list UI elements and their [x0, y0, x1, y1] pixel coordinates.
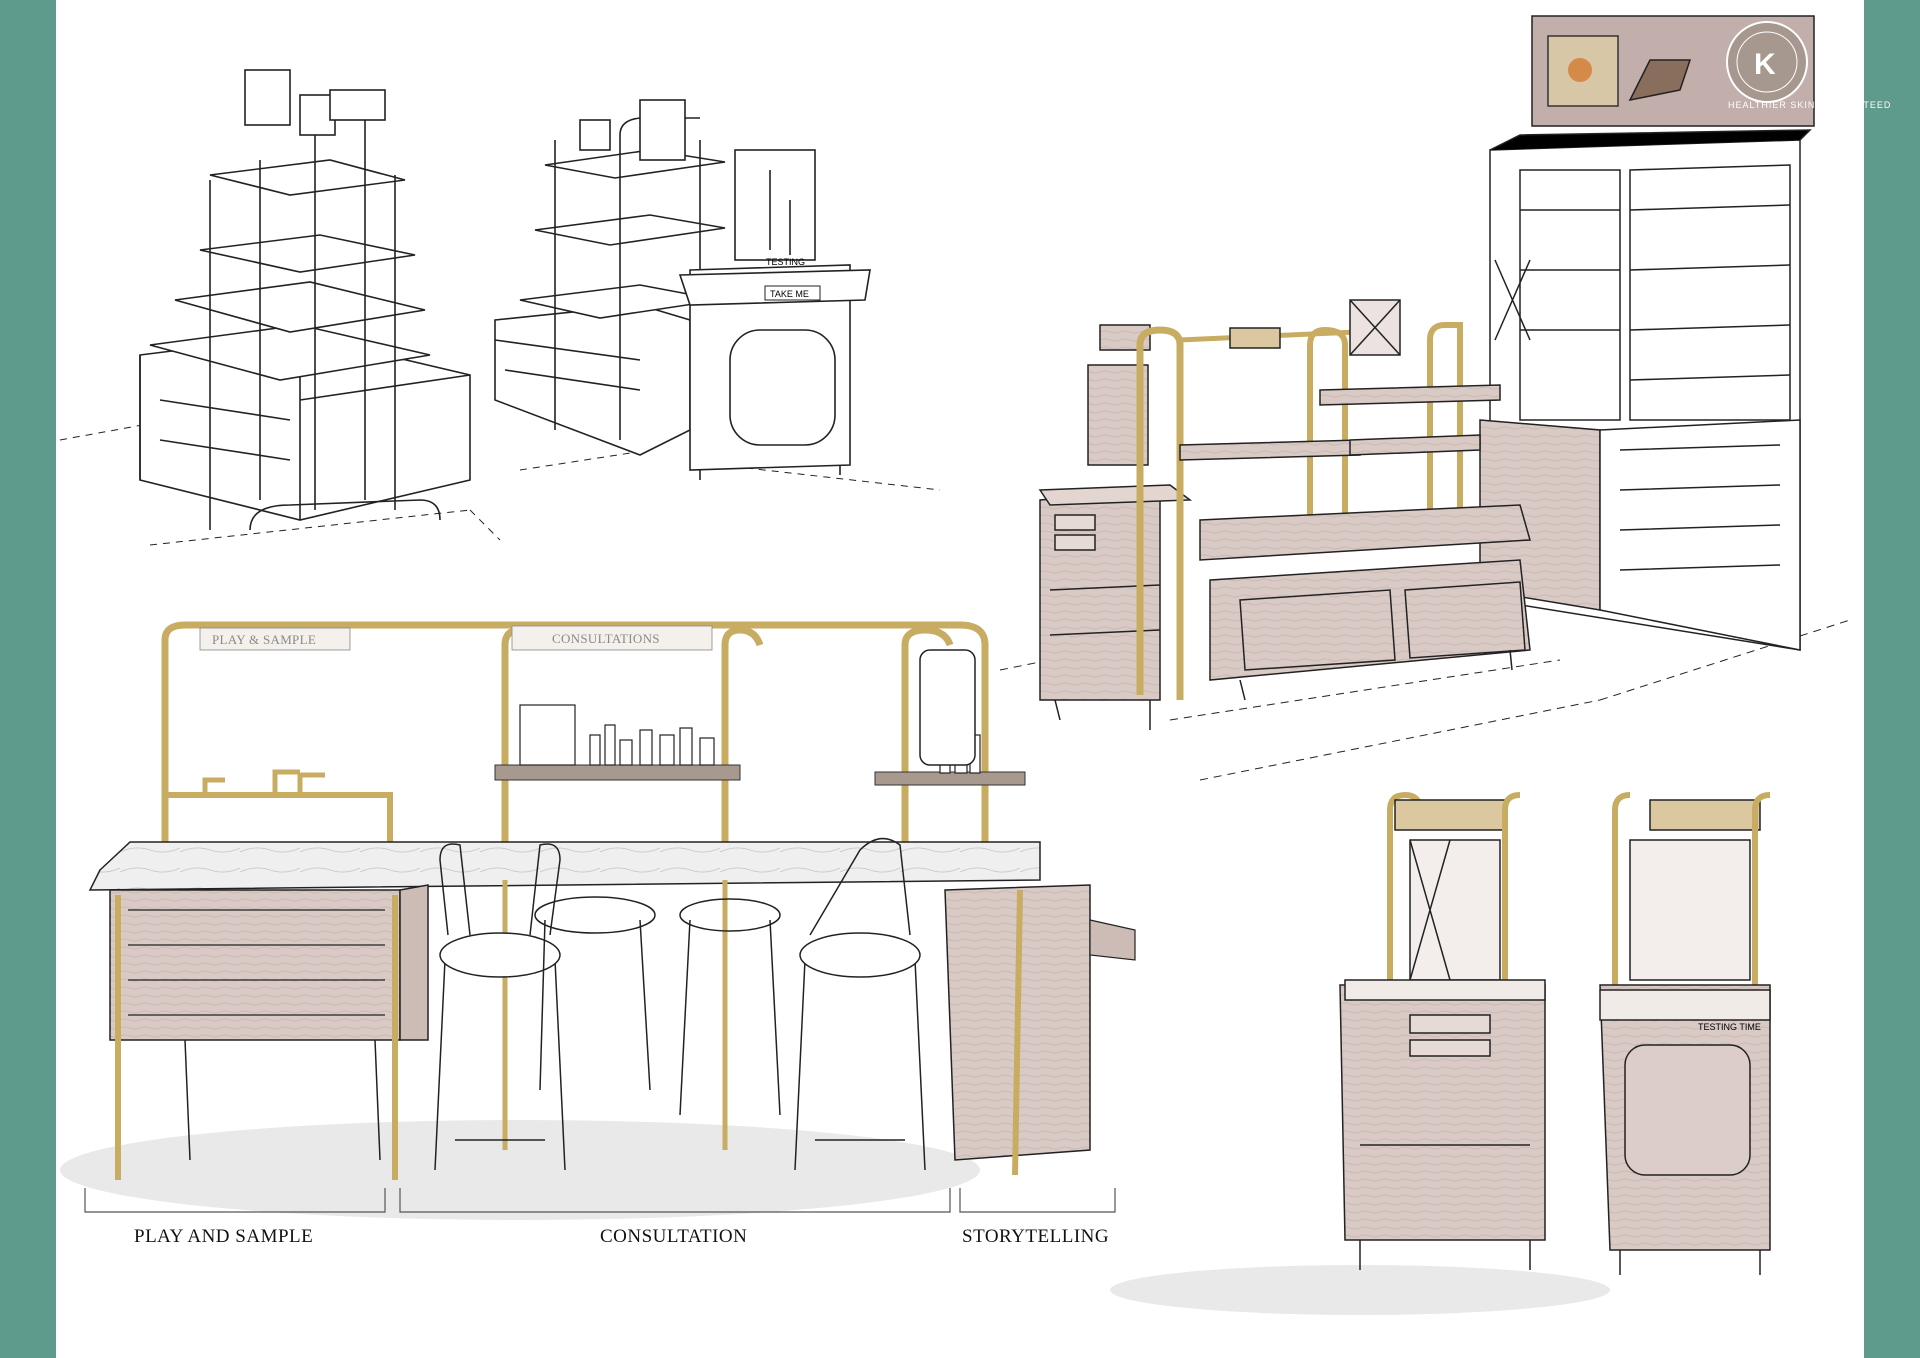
- left-border-bar: [0, 0, 56, 1358]
- healthier-skin-badge: K HEALTHIER SKIN GUARANTEED: [1728, 48, 1891, 110]
- zone-label-play-and-sample: PLAY AND SAMPLE: [134, 1226, 314, 1247]
- right-border-bar: [1864, 0, 1920, 1358]
- zone-label-consultation: CONSULTATION: [600, 1226, 748, 1247]
- main-bar-elevation: [60, 621, 1136, 1220]
- svg-text:HEALTHIER SKIN GUARANTEED: HEALTHIER SKIN GUARANTEED: [1728, 100, 1891, 110]
- sketch-display-unit-1: [59, 69, 501, 546]
- take-me-tag: TAKE ME: [770, 289, 809, 299]
- zone-label-storytelling: STORYTELLING: [962, 1226, 1110, 1247]
- consultations-sign: CONSULTATIONS: [552, 631, 660, 646]
- svg-text:K: K: [1754, 48, 1776, 81]
- sketch-display-unit-2: [494, 99, 941, 491]
- testing-tag: TESTING: [766, 257, 805, 267]
- play-sample-sign: PLAY & SAMPLE: [212, 632, 317, 647]
- testing-time-tag: TESTING TIME: [1698, 1022, 1761, 1032]
- small-cabinets: [1110, 791, 1771, 1315]
- wood-display-cluster: [999, 15, 1851, 781]
